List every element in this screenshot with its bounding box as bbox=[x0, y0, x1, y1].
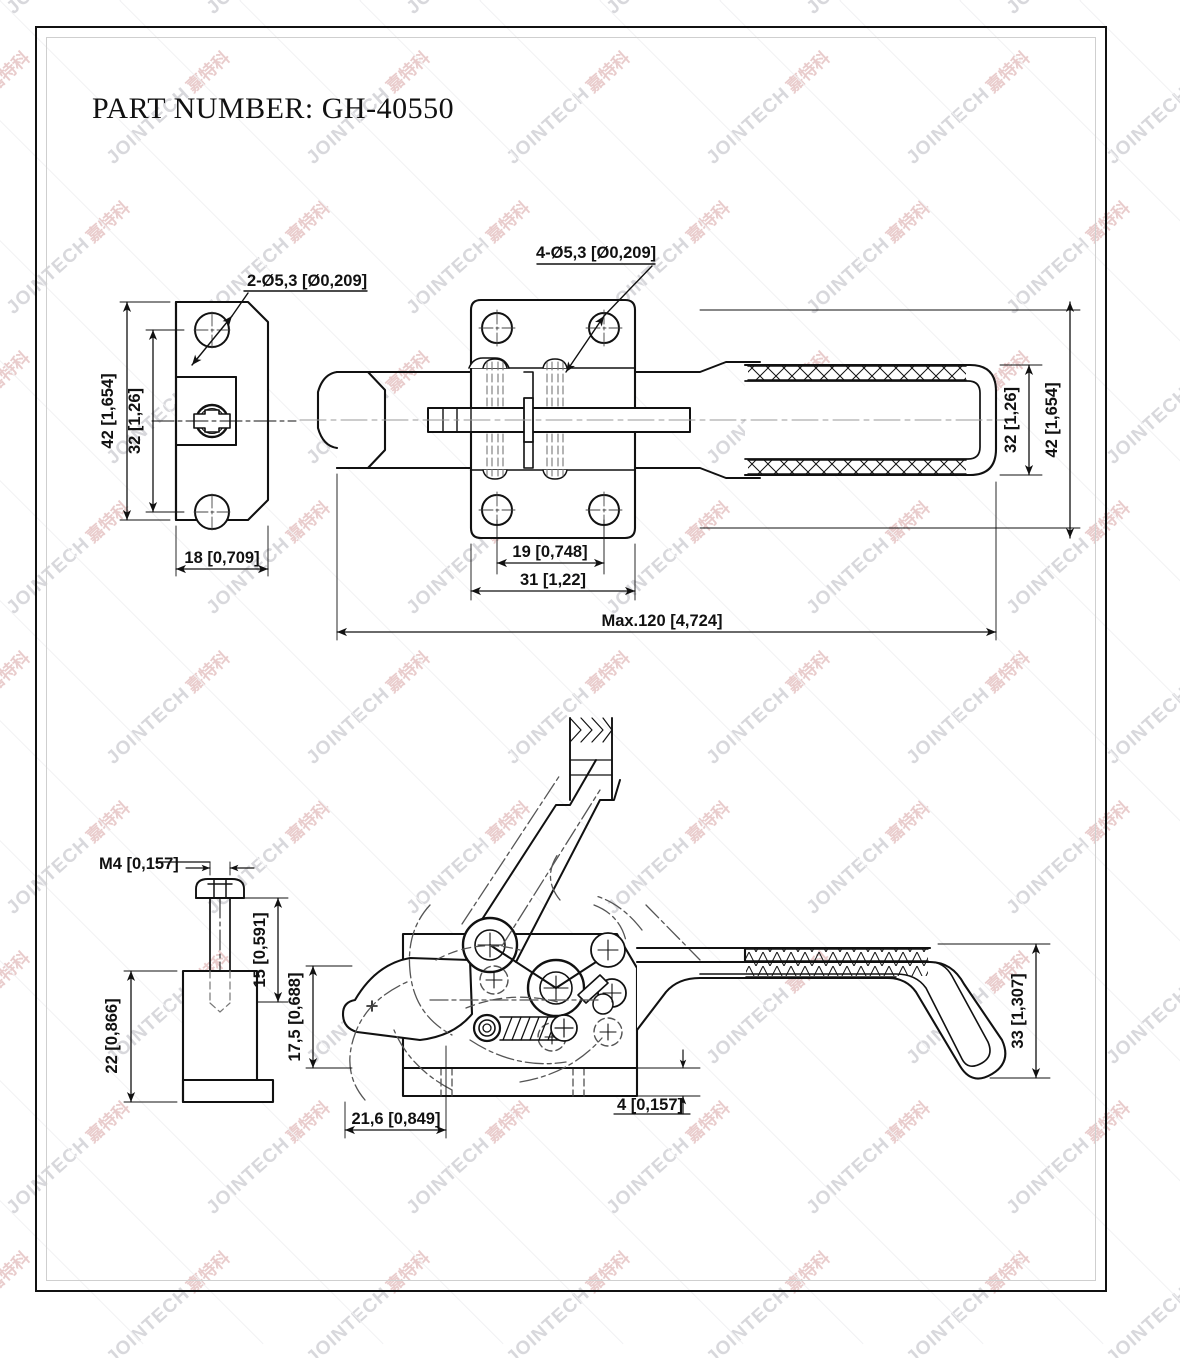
dim-base-thickness: 4 [0,157] bbox=[617, 1096, 683, 1114]
dim-base-hole-callout: 4-Ø5,3 [Ø0,209] bbox=[536, 244, 656, 262]
dim-thread-size: M4 [0,157] bbox=[99, 855, 179, 873]
dim-plate-width: 18 [0,709] bbox=[184, 549, 259, 567]
dim-bolt-height: 22 [0,866] bbox=[103, 998, 121, 1073]
dim-base-hole-spacing: 19 [0,748] bbox=[512, 543, 587, 561]
dim-base-width: 31 [1,22] bbox=[520, 571, 586, 589]
dim-plate-hole-spacing: 32 [1,26] bbox=[126, 388, 144, 454]
clamp-top-view bbox=[299, 263, 1081, 641]
dim-overall-height: 42 [1,654] bbox=[1043, 382, 1061, 457]
dim-overall-side-height: 33 [1,307] bbox=[1009, 973, 1027, 1048]
page-title: PART NUMBER: GH-40550 bbox=[92, 92, 455, 125]
dim-overall-length: Max.120 [4,724] bbox=[601, 612, 722, 630]
dim-plate-hole-callout: 2-Ø5,3 [Ø0,209] bbox=[247, 272, 367, 290]
clamp-side-view bbox=[305, 717, 1051, 1139]
dim-plate-overall-height: 42 [1,654] bbox=[99, 373, 117, 448]
dim-hook-height: 17,5 [0,688] bbox=[286, 973, 304, 1062]
dim-hook-projection: 21,6 [0,849] bbox=[352, 1110, 441, 1128]
dim-handle-body-height: 32 [1,26] bbox=[1002, 387, 1020, 453]
dim-thread-length: 15 [0,591] bbox=[251, 912, 269, 987]
